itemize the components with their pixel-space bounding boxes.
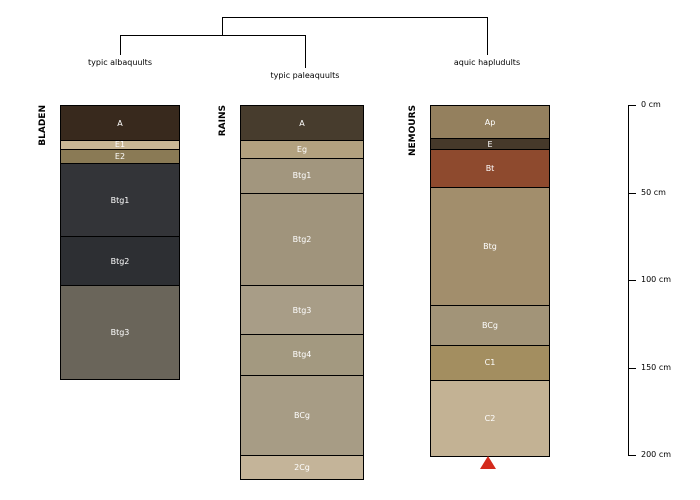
horizon-label: A (299, 118, 305, 128)
depth-axis-tick (628, 280, 636, 281)
depth-axis-tick (628, 192, 636, 194)
horizon-label: BCg (481, 320, 498, 330)
horizon-label: 2Cg (294, 462, 310, 472)
horizon-bladen-btg1: Btg1 (61, 163, 179, 238)
horizon-bladen-e2: E2 (61, 149, 179, 164)
profile-name-bladen: BLADEN (38, 105, 48, 146)
horizon-nemours-e: E (431, 139, 549, 150)
horizon-rains-btg3: Btg3 (241, 286, 363, 336)
profile-name-nemours: NEMOURS (408, 105, 418, 157)
horizon-label: Btg2 (110, 256, 130, 266)
horizon-label: Btg1 (110, 195, 130, 205)
horizon-label: C1 (484, 358, 496, 368)
horizon-label: Btg3 (110, 328, 130, 338)
depth-axis-tick-label: 200 cm (641, 450, 672, 459)
depth-axis-tick-label: 150 cm (641, 362, 672, 372)
horizon-label: Bt (485, 164, 495, 173)
horizon-bladen-e1: E1 (61, 140, 179, 150)
classification-label-typic-albaquults: typic albaquults (88, 58, 152, 67)
horizon-label: E (487, 139, 493, 149)
horizon-label: Eg (296, 144, 308, 154)
horizon-nemours-bcg: BCg (431, 305, 549, 346)
classification-label-aquic-hapludults: aquic hapludults (453, 58, 521, 67)
horizon-label: Btg3 (292, 305, 312, 315)
horizon-label: Btg2 (292, 234, 312, 244)
tree-line-left-vertical (222, 17, 223, 35)
horizon-bladen-btg2: Btg2 (61, 237, 179, 287)
tree-line-right-vertical (487, 17, 488, 55)
horizon-label: Ap (484, 117, 496, 127)
tree-line-rains-vertical (305, 35, 306, 68)
horizon-rains-a: A (241, 106, 363, 141)
horizon-label: BCg (293, 410, 310, 420)
classification-label-typic-paleaquults: typic paleaquults (270, 71, 340, 80)
sample-marker-triangle (480, 456, 496, 469)
horizon-bladen-btg3: Btg3 (61, 286, 179, 379)
horizon-label: C2 (484, 413, 496, 423)
horizon-label: A (117, 118, 123, 128)
horizon-nemours-btg: Btg (431, 188, 549, 306)
tree-line-sub-horizontal (120, 35, 306, 36)
horizon-bladen-a: A (61, 106, 179, 141)
horizon-rains-btg4: Btg4 (241, 335, 363, 376)
tree-line-top-horizontal (222, 17, 488, 18)
depth-axis-tick-label: 100 cm (641, 275, 672, 284)
horizon-label: E1 (114, 140, 126, 150)
horizon-label: Btg1 (292, 171, 312, 180)
horizon-nemours-bt: Bt (431, 149, 549, 189)
horizon-nemours-ap: Ap (431, 106, 549, 140)
horizon-rains-eg: Eg (241, 141, 363, 159)
depth-axis-tick-label: 0 cm (641, 100, 661, 109)
horizon-rains-2cg: 2Cg (241, 456, 363, 479)
horizon-nemours-c1: C1 (431, 345, 549, 381)
horizon-nemours-c2: C2 (431, 380, 549, 456)
horizon-rains-btg2: Btg2 (241, 193, 363, 287)
depth-axis-tick-label: 50 cm (641, 187, 666, 197)
profile-name-rains: RAINS (218, 105, 228, 137)
horizon-rains-bcg: BCg (241, 375, 363, 456)
depth-axis-tick (628, 455, 636, 456)
horizon-label: E2 (114, 151, 126, 161)
horizon-rains-btg1: Btg1 (241, 158, 363, 194)
tree-line-bladen-vertical (120, 35, 121, 55)
horizon-label: Btg4 (292, 350, 312, 360)
depth-axis-tick (628, 367, 636, 369)
depth-axis-tick (628, 105, 636, 106)
horizon-label: Btg (483, 241, 497, 251)
